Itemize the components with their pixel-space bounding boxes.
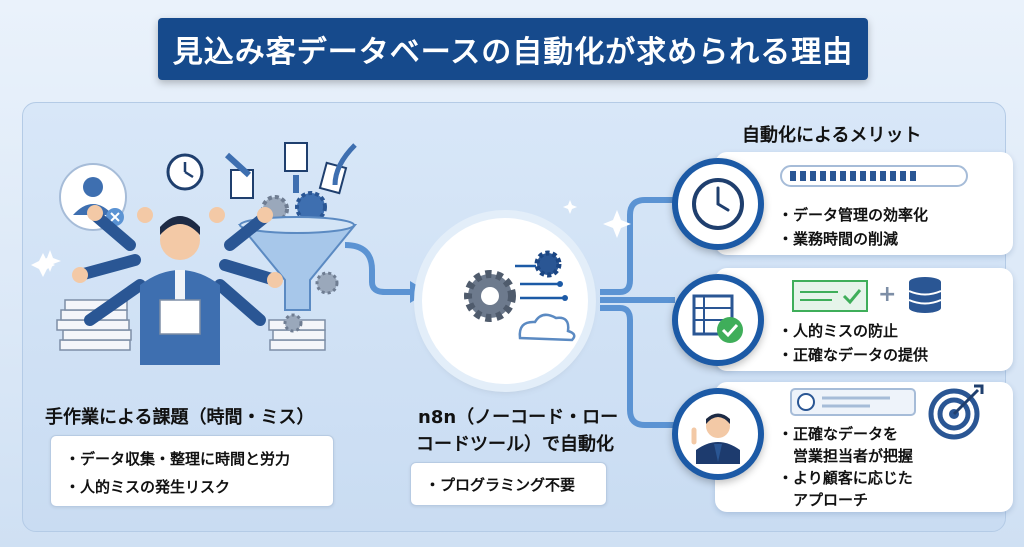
plus-sign: + — [878, 282, 897, 307]
data-check-icon — [792, 280, 868, 312]
funnel-icon — [237, 224, 358, 311]
profile-card-icon — [790, 388, 916, 416]
manual-work-illustration — [31, 142, 358, 365]
card2-line2: ・正確なデータの提供 — [778, 346, 929, 364]
center-heading-line2: コードツール）で自動化 — [416, 434, 614, 455]
progress-bar — [780, 165, 968, 187]
automation-icon — [464, 250, 576, 342]
center-heading-line1: n8n（ノーコード・ロー — [418, 407, 619, 428]
gear-icon-small — [534, 250, 562, 278]
left-bullet-box: ・データ収集・整理に時間と労力 ・人的ミスの発生リスク — [50, 435, 334, 507]
salesperson-icon — [691, 413, 740, 464]
left-bullet-1: ・データ収集・整理に時間と労力 — [65, 450, 291, 468]
gear-icon-3 — [315, 271, 339, 295]
right-heading: 自動化によるメリット — [742, 125, 922, 146]
arrow-icon — [224, 152, 252, 178]
database-icon — [908, 277, 942, 313]
paper-stack-left — [56, 299, 132, 351]
page-title: 見込み客データベースの自動化が求められる理由 — [158, 18, 868, 80]
clock-icon-large — [692, 178, 744, 230]
card3-line3: ・より顧客に応じた — [778, 469, 913, 487]
center-bullet-box: ・プログラミング不要 — [410, 462, 607, 506]
card3-line2: 営業担当者が把握 — [793, 447, 914, 465]
card3-line4: アプローチ — [793, 491, 869, 509]
card1-line2: ・業務時間の削減 — [778, 230, 899, 248]
gear-icon-4 — [283, 313, 303, 333]
center-bullet: ・プログラミング不要 — [425, 476, 576, 494]
left-heading: 手作業による課題（時間・ミス） — [45, 407, 315, 428]
document-icon-3 — [318, 161, 348, 195]
target-icon — [928, 384, 984, 440]
card3-line1: ・正確なデータを — [778, 425, 899, 443]
left-bullet-2: ・人的ミスの発生リスク — [65, 478, 231, 496]
card1-line1: ・データ管理の効率化 — [778, 206, 929, 224]
document-icon-2 — [284, 142, 308, 172]
busy-person-figure — [72, 205, 283, 365]
cloud-icon — [518, 313, 576, 342]
card2-line1: ・人的ミスの防止 — [778, 322, 899, 340]
checklist-icon — [692, 294, 743, 343]
